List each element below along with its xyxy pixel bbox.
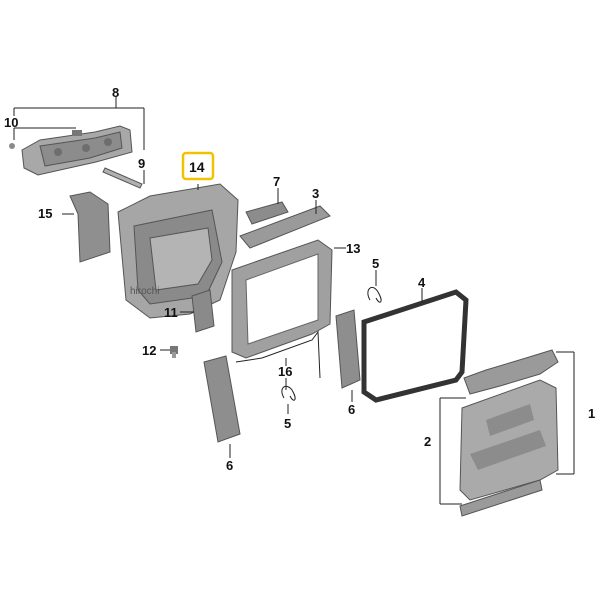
- watermark: hirochi: [130, 286, 159, 297]
- wire-part: [235, 330, 321, 379]
- callout-12: 12: [142, 343, 156, 358]
- callout-14: 14: [189, 159, 205, 175]
- seal-part: [361, 289, 469, 403]
- side-panel-part: [69, 191, 111, 263]
- callout-5-upper: 5: [372, 256, 379, 271]
- frame-part: [231, 239, 333, 359]
- callout-9: 9: [138, 156, 145, 171]
- clip-icon: [281, 385, 296, 401]
- strip-part-7: [245, 201, 289, 225]
- callout-6-right: 6: [348, 402, 355, 417]
- callout-3: 3: [312, 186, 319, 201]
- callout-11: 11: [164, 305, 178, 320]
- callout-4: 4: [418, 275, 426, 290]
- callout-10: 10: [4, 115, 18, 130]
- hinge-part-right: [335, 309, 361, 389]
- callout-13: 13: [346, 241, 360, 256]
- callout-2: 2: [424, 434, 431, 449]
- callout-5-lower: 5: [284, 416, 291, 431]
- highlight-box: [181, 151, 215, 181]
- clip-icon: [367, 287, 382, 303]
- callout-6-left: 6: [226, 458, 233, 473]
- strip-part-3: [239, 205, 331, 249]
- small-bracket-part: [191, 289, 215, 333]
- hinge-part-left: [203, 355, 241, 443]
- callout-1: 1: [588, 406, 595, 421]
- callout-7: 7: [273, 174, 280, 189]
- leader-lines: [13, 96, 575, 505]
- bolt-icon: [170, 346, 178, 358]
- inner-housing-part: [117, 183, 239, 319]
- screw-icon: [9, 143, 15, 149]
- lid-part: [459, 349, 559, 517]
- callout-16: 16: [278, 364, 292, 379]
- rod-part: [102, 167, 143, 189]
- callout-15: 15: [38, 206, 52, 221]
- callout-8: 8: [112, 85, 119, 100]
- bracket-assembly: [9, 125, 143, 189]
